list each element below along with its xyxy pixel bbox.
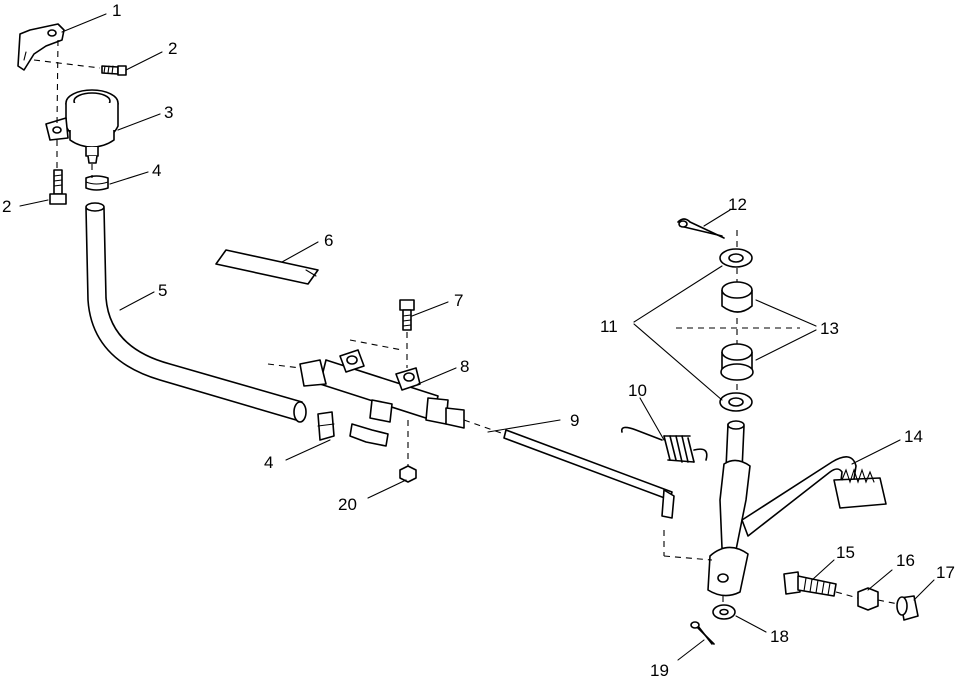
callout-3: 3 xyxy=(164,103,173,122)
callout-11: 11 xyxy=(600,317,618,336)
callout-12: 12 xyxy=(728,195,747,214)
callout-7: 7 xyxy=(454,291,463,310)
assembly-lines xyxy=(33,39,899,606)
part-8-master-cylinder xyxy=(299,349,465,447)
callout-1: 1 xyxy=(112,1,121,20)
part-12-cotter-pin xyxy=(677,218,725,239)
callout-16: 16 xyxy=(896,551,915,570)
part-15-bolt xyxy=(783,571,837,597)
callout-2-lower: 2 xyxy=(2,197,11,216)
part-13-bushing-lower xyxy=(720,343,754,381)
part-17-cap xyxy=(896,595,919,621)
callout-18: 18 xyxy=(770,627,789,646)
callout-14: 14 xyxy=(904,427,923,446)
part-11-washer-lower xyxy=(719,392,753,412)
part-5-hose xyxy=(85,202,307,423)
part-10-spring xyxy=(620,426,708,463)
part-2-screw-upper xyxy=(101,65,127,76)
callout-9: 9 xyxy=(570,411,579,430)
part-6-sleeve xyxy=(215,249,319,285)
part-4-clamp-lower xyxy=(317,411,335,441)
part-1-bracket xyxy=(17,23,65,71)
part-13-bushing-upper xyxy=(721,281,753,313)
callout-2-upper: 2 xyxy=(168,39,177,58)
part-14-brake-pedal xyxy=(707,420,887,597)
callout-15: 15 xyxy=(836,543,855,562)
part-2-bolt-lower xyxy=(49,169,67,205)
callout-20: 20 xyxy=(338,495,357,514)
callout-17: 17 xyxy=(936,563,955,582)
part-9-pushrod xyxy=(503,429,675,519)
part-20-nut xyxy=(399,465,417,483)
callout-4-lower: 4 xyxy=(264,453,273,472)
callout-13: 13 xyxy=(820,319,839,338)
callout-6: 6 xyxy=(324,231,333,250)
part-4-clamp-upper xyxy=(85,175,109,191)
callout-10: 10 xyxy=(628,381,647,400)
callout-4-upper: 4 xyxy=(152,161,161,180)
part-3-reservoir xyxy=(45,89,119,164)
part-19-cotter-pin xyxy=(690,621,715,645)
leader-lines xyxy=(19,13,935,661)
part-11-washer-upper xyxy=(719,248,753,268)
part-18-washer xyxy=(712,604,736,620)
callout-19: 19 xyxy=(650,661,669,680)
part-16-nut xyxy=(857,587,879,611)
callout-8: 8 xyxy=(460,357,469,376)
part-7-bolt xyxy=(399,299,415,331)
callout-5: 5 xyxy=(158,281,167,300)
